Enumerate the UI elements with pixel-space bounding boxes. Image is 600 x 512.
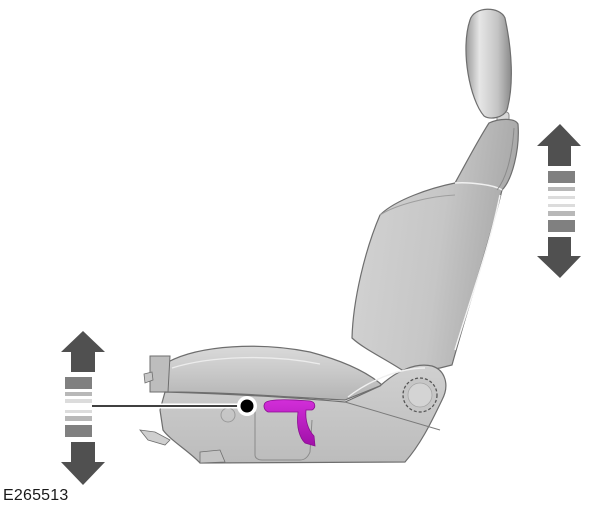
headrest xyxy=(465,8,512,125)
seatback xyxy=(351,118,519,375)
figure-id-label: E265513 xyxy=(3,487,69,504)
recline-knob xyxy=(402,377,438,413)
seatback-arrow-icon xyxy=(537,124,581,278)
seat-height-arrow-icon xyxy=(61,331,105,485)
height-adjust-lever[interactable] xyxy=(263,399,316,447)
seat-cushion xyxy=(143,345,384,401)
callout xyxy=(92,396,257,416)
